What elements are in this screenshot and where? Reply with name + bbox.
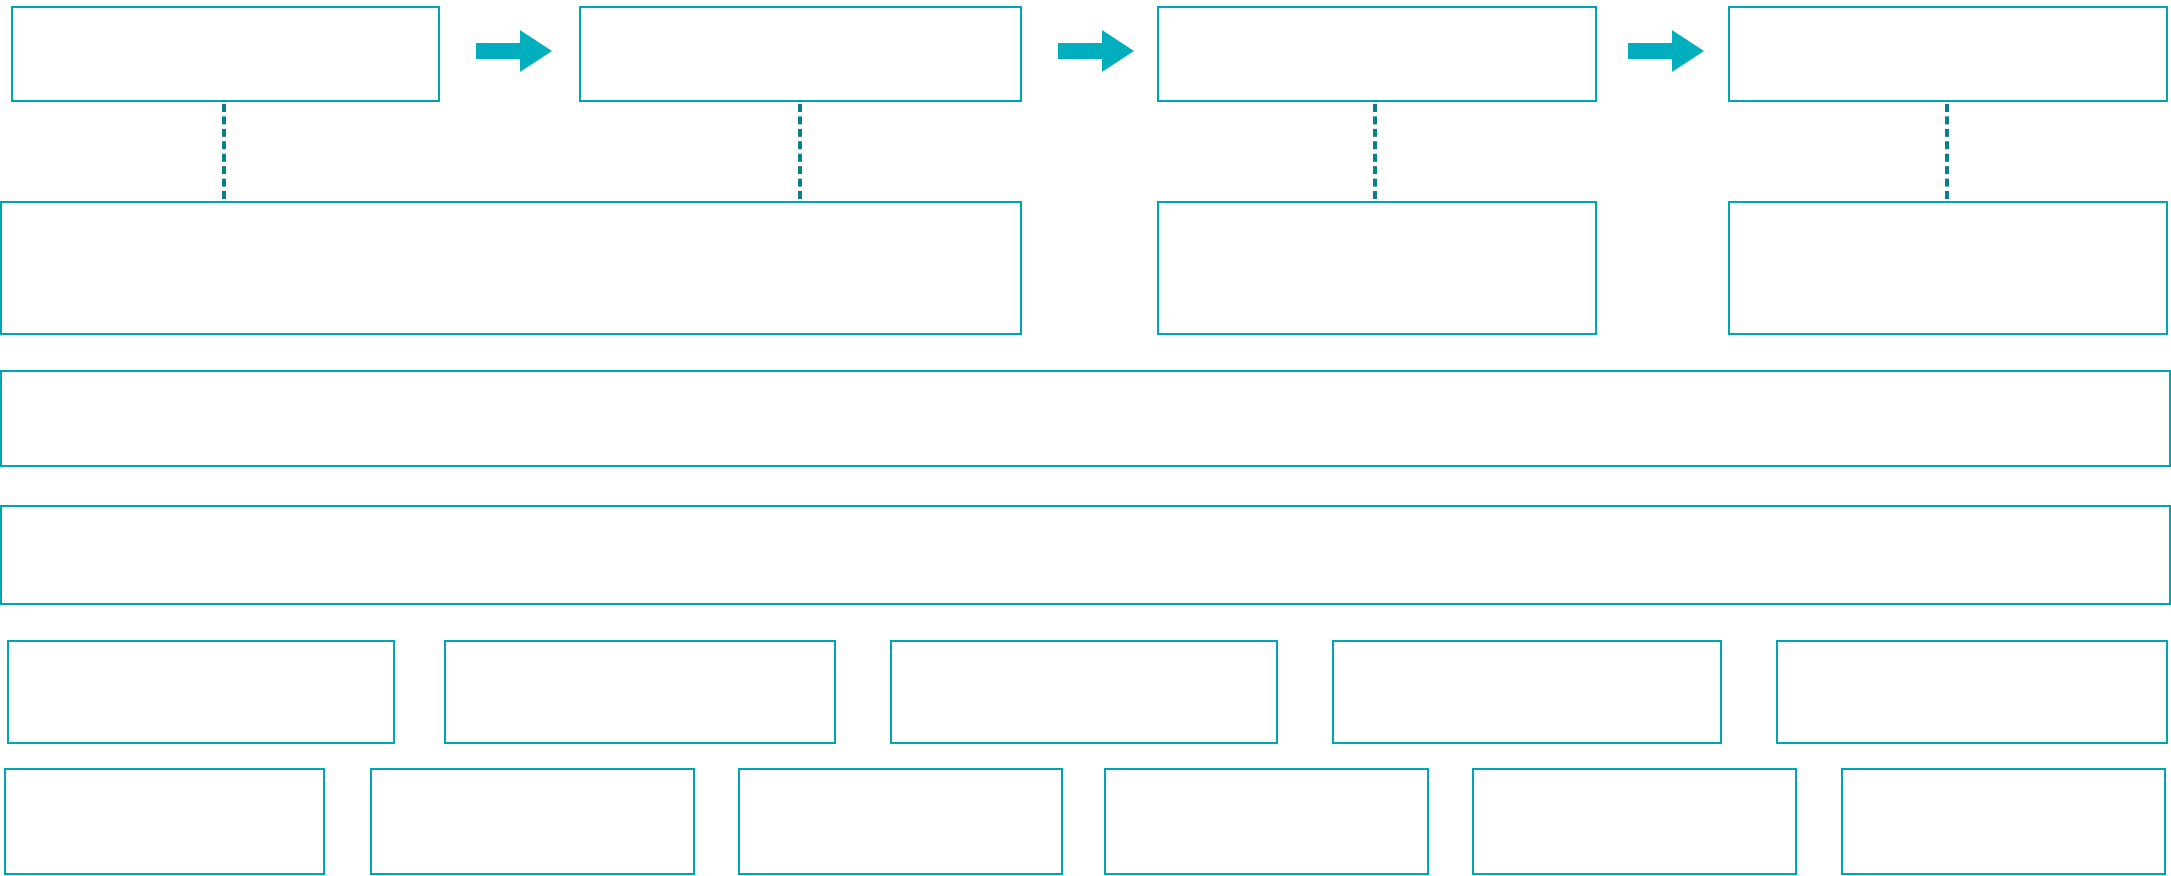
dashed-connector-4	[1945, 104, 1949, 199]
grid2-box-1	[4, 768, 325, 875]
grid1-box-4	[1332, 640, 1722, 744]
detail-box-2	[1157, 201, 1597, 335]
detail-box-3	[1728, 201, 2168, 335]
grid1-box-1-label	[191, 688, 211, 696]
grid2-box-1-label	[155, 818, 175, 826]
grid2-box-6	[1841, 768, 2166, 875]
grid2-box-5	[1472, 768, 1797, 875]
grid1-box-1	[7, 640, 395, 744]
process-box-4	[1728, 6, 2168, 102]
grid1-box-2	[444, 640, 836, 744]
detail-box-wide-label	[501, 264, 521, 272]
detail-box-wide	[0, 201, 1022, 335]
grid2-box-3-label	[891, 818, 911, 826]
process-box-2	[579, 6, 1022, 102]
process-box-1-label	[216, 50, 236, 58]
band-box-2	[0, 505, 2171, 605]
band-box-2-label	[1076, 551, 1096, 559]
grid2-box-2	[370, 768, 695, 875]
grid1-box-4-label	[1517, 688, 1537, 696]
process-box-1	[11, 6, 440, 102]
band-box-1-label	[1076, 415, 1096, 423]
grid2-box-3	[738, 768, 1063, 875]
dashed-connector-3	[1373, 104, 1377, 199]
right-arrow-icon-1	[476, 30, 552, 72]
dashed-connector-2	[798, 104, 802, 199]
grid2-box-5-label	[1625, 818, 1645, 826]
process-box-4-label	[1938, 50, 1958, 58]
process-box-3	[1157, 6, 1597, 102]
process-box-3-label	[1367, 50, 1387, 58]
grid2-box-2-label	[523, 818, 543, 826]
grid2-box-6-label	[1994, 818, 2014, 826]
detail-box-2-label	[1367, 264, 1387, 272]
grid1-box-5	[1776, 640, 2168, 744]
grid1-box-3-label	[1074, 688, 1094, 696]
grid1-box-3	[890, 640, 1278, 744]
grid1-box-2-label	[630, 688, 650, 696]
right-arrow-icon-2	[1058, 30, 1134, 72]
dashed-connector-1	[222, 104, 226, 199]
band-box-1	[0, 370, 2171, 467]
detail-box-3-label	[1938, 264, 1958, 272]
grid2-box-4-label	[1257, 818, 1277, 826]
right-arrow-icon-3	[1628, 30, 1704, 72]
grid1-box-5-label	[1962, 688, 1982, 696]
grid2-box-4	[1104, 768, 1429, 875]
process-box-2-label	[791, 50, 811, 58]
